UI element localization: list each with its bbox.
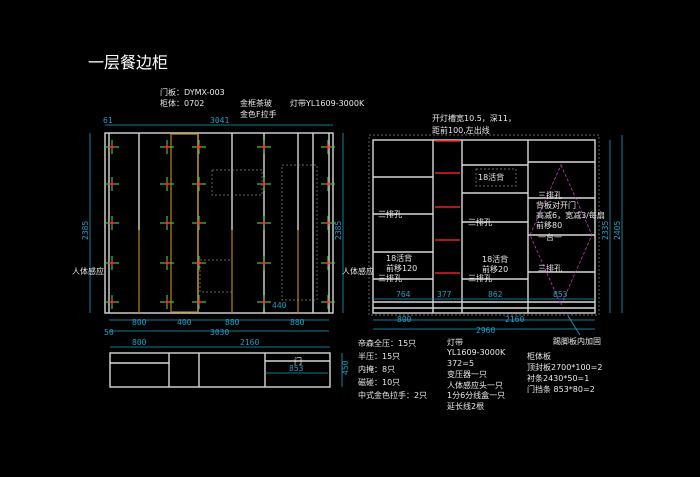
hinge-marker-icon (196, 299, 202, 305)
dim-inner: 440 (272, 301, 287, 310)
panel-item: 门挡条 853*80=2 (527, 384, 595, 394)
plan-depth: 450 (341, 360, 350, 375)
shelf-holes-5: 三排孔 (378, 273, 402, 283)
hinge-marker-icon (196, 260, 202, 266)
dim-height-left: 2385 (81, 221, 90, 240)
hinge-marker-icon (109, 299, 115, 305)
shelf-holes-4: 三排孔 (538, 263, 562, 273)
width-0: 764 (396, 290, 411, 299)
hinge-marker-icon (164, 181, 170, 187)
handle-spec: 金色F拉手 (240, 109, 277, 119)
lighting-item: 人体感应头一只 (447, 380, 503, 390)
hardware-item: 内掩：8只 (358, 364, 395, 374)
hinge-marker-icon (109, 260, 115, 266)
dim-top-total: 3041 (210, 116, 229, 125)
hardware-item: 帝森全压：15只 (358, 338, 416, 348)
kick-note: 踢脚板内加固 (553, 336, 601, 346)
hinge-marker-icon (325, 181, 331, 187)
hinge-marker-icon (164, 299, 170, 305)
dim-height-right: 2385 (334, 221, 343, 240)
hinge-marker-icon (164, 220, 170, 226)
hinge-marker-icon (325, 144, 331, 150)
hinge-marker-icon (109, 181, 115, 187)
panel-item: 顶封板2700*100=2 (527, 362, 602, 372)
door-note-2: 高减6，宽减3/每扇 (536, 210, 605, 220)
shelf-holes-6: 三排孔 (468, 273, 492, 283)
door-note-1: 背板对开门 (536, 200, 576, 210)
hinge-marker-icon (109, 144, 115, 150)
dim-right-total: 2960 (476, 326, 495, 335)
hinge-marker-icon (261, 181, 267, 187)
dim-bottom-total: 3030 (210, 328, 229, 337)
lighting-item: 延长线2根 (447, 401, 484, 411)
hinge-marker-icon (196, 144, 202, 150)
plan-dim-1: 2160 (240, 338, 259, 347)
lighting-item: 1分6分线盒一只 (447, 390, 505, 400)
body-spec: 柜体：0702 (160, 98, 204, 108)
dim-bottom-2: 880 (225, 318, 240, 327)
plan-width: 853 (289, 364, 304, 373)
lighting-item: YL1609-3000K (446, 348, 506, 357)
hinge-marker-icon (109, 220, 115, 226)
hinge-marker-icon (325, 260, 331, 266)
lighting-list: 灯带 YL1609-3000K 372=5 变压器一只 人体感应头一只 1分6分… (446, 337, 506, 411)
left-back-2: 前移120 (386, 263, 417, 273)
back-panel-label: 18活背 (478, 172, 504, 182)
lighting-item: 变压器一只 (447, 369, 487, 379)
dim-top-offset: 61 (103, 116, 113, 125)
plan-dim-0: 800 (132, 338, 147, 347)
hinge-marker-icon (164, 144, 170, 150)
dim-right-0: 800 (397, 315, 412, 324)
frame-spec: 金框茶玻 (240, 98, 272, 108)
mid-back-2: 前移20 (482, 264, 508, 274)
dim-bottom-offset: 50 (104, 328, 114, 337)
width-1: 377 (437, 290, 452, 299)
dim-bottom-3: 880 (290, 318, 305, 327)
left-back-1: 18活背 (386, 253, 412, 263)
sensor-label-left: 人体感应 (72, 266, 104, 276)
lighting-item: 灯带 (447, 337, 463, 347)
hinge-marker-icon (261, 260, 267, 266)
light-groove-note-2: 距前100,左出线 (432, 125, 490, 135)
light-spec: 灯带YL1609-3000K (290, 98, 365, 108)
dim-right-height: 2335 (601, 221, 610, 240)
panel-item: 衬条2430*50=1 (527, 373, 589, 383)
hardware-item: 半压：15只 (358, 351, 400, 361)
hinge-marker-icon (196, 220, 202, 226)
hinge-marker-icon (261, 220, 267, 226)
door-spec: 门板：DYMX-003 (160, 87, 225, 97)
dim-right-height-2: 2405 (613, 221, 622, 240)
shelf-holes-1: 三排孔 (378, 209, 402, 219)
hinge-marker-icon (325, 220, 331, 226)
plan-door: 门 (294, 356, 302, 366)
dim-bottom-0: 800 (132, 318, 147, 327)
right-elevation: 开灯槽宽10.5，深11， 距前100,左出线 18活背 三排孔 三排孔 三排孔… (342, 113, 623, 346)
hinge-marker-icon (164, 260, 170, 266)
hinge-marker-icon (325, 299, 331, 305)
panel-item: 柜体板 (527, 351, 551, 361)
dim-right-1: 2160 (505, 315, 524, 324)
width-3: 853 (553, 290, 568, 299)
hinge-marker-icon (196, 181, 202, 187)
mid-label: 一台一 (538, 232, 562, 242)
dim-bottom-1: 400 (177, 318, 192, 327)
width-2: 862 (488, 290, 503, 299)
left-elevation: 3041 61 2385 2385 人体感应 440 800 400 880 8… (72, 116, 344, 337)
sensor-label-right: 人体感应 (342, 266, 374, 276)
shelf-holes-2: 三排孔 (468, 217, 492, 227)
hardware-item: 磁碰：10只 (358, 377, 400, 387)
plan-view: 800 2160 门 853 450 (109, 338, 350, 388)
hinge-marker-icon (261, 299, 267, 305)
lighting-item: 372=5 (447, 359, 474, 368)
panel-list: 柜体板 顶封板2700*100=2 衬条2430*50=1 门挡条 853*80… (527, 351, 602, 394)
hardware-item: 中式金色拉手：2只 (358, 390, 427, 400)
light-groove-note: 开灯槽宽10.5，深11， (432, 113, 516, 123)
mid-back-1: 18活背 (482, 254, 508, 264)
door-note-3: 前移80 (536, 220, 562, 230)
drawing-title: 一层餐边柜 (88, 53, 168, 72)
shelf-holes-3: 三排孔 (538, 190, 562, 200)
hinge-marker-icon (261, 144, 267, 150)
hardware-list: 帝森全压：15只 半压：15只 内掩：8只 磁碰：10只 中式金色拉手：2只 (358, 338, 427, 400)
